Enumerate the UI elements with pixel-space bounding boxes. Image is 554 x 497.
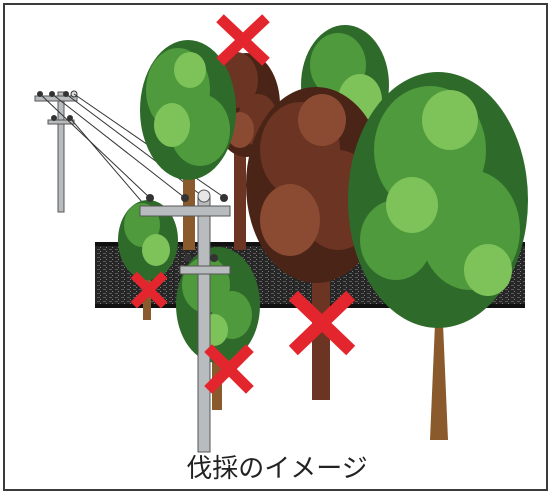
x-mark-icon <box>288 290 356 356</box>
power-lines <box>39 93 226 259</box>
x-mark-icon <box>216 14 270 66</box>
x-mark-icon <box>204 344 254 394</box>
x-mark-icon <box>130 271 168 309</box>
utility-pole-icon <box>139 189 231 453</box>
healthy-tree-front-right <box>348 72 528 440</box>
caption: 伐採のイメージ <box>186 454 368 484</box>
small-tree-left <box>118 200 178 320</box>
